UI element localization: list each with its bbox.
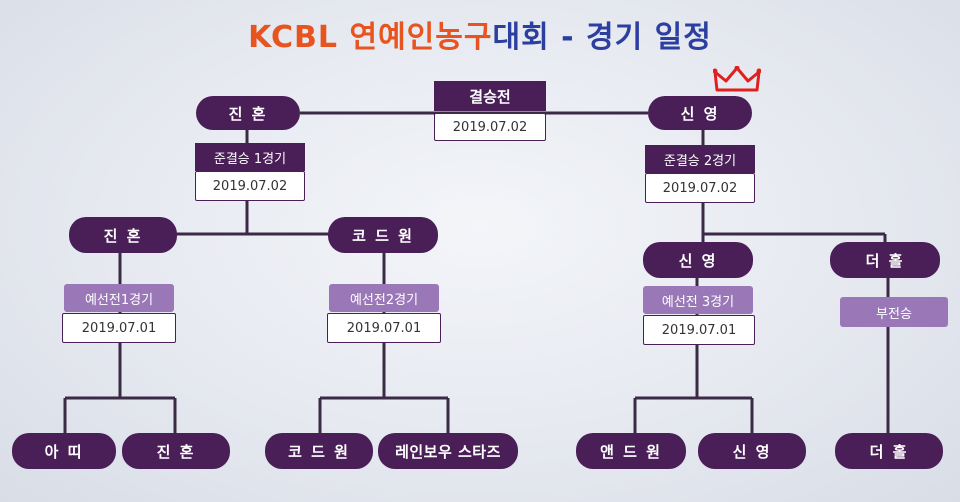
page-title: KCBL 연예인농구대회 - 경기 일정 <box>0 12 960 56</box>
semi1-left-team: 진 혼 <box>69 217 177 253</box>
semi2-right-team: 더 홀 <box>830 242 940 278</box>
crown-icon <box>713 66 761 92</box>
r1-team-3: 코 드 원 <box>265 433 373 469</box>
semi1-date: 2019.07.02 <box>195 171 305 201</box>
semi2-date: 2019.07.02 <box>645 173 755 203</box>
r1-team-7: 더 홀 <box>835 433 943 469</box>
title-part1: KCBL 연예인농구 <box>248 20 493 55</box>
r1-team-1: 아 띠 <box>12 433 116 469</box>
semi2-left-team: 신 영 <box>643 242 753 278</box>
prelim3-date: 2019.07.01 <box>643 315 755 345</box>
final-date: 2019.07.02 <box>434 113 546 141</box>
prelim2-date: 2019.07.01 <box>327 313 441 343</box>
finalist-right-team: 신 영 <box>648 96 752 130</box>
semi1-right-team: 코 드 원 <box>328 217 438 253</box>
r1-team-5: 앤 드 원 <box>576 433 686 469</box>
bye-label: 부전승 <box>840 297 948 327</box>
r1-team-4: 레인보우 스타즈 <box>378 433 518 469</box>
final-label: 결승전 <box>434 81 546 111</box>
prelim2-label: 예선전2경기 <box>329 284 439 312</box>
r1-team-2: 진 혼 <box>122 433 230 469</box>
semi2-label: 준결승 2경기 <box>645 145 755 173</box>
prelim1-date: 2019.07.01 <box>62 313 176 343</box>
semi1-label: 준결승 1경기 <box>195 143 305 171</box>
title-part2: 대회 - 경기 일정 <box>492 20 712 55</box>
prelim1-label: 예선전1경기 <box>64 284 174 312</box>
prelim3-label: 예선전 3경기 <box>643 286 753 314</box>
finalist-left-team: 진 혼 <box>196 96 300 130</box>
r1-team-6: 신 영 <box>698 433 806 469</box>
